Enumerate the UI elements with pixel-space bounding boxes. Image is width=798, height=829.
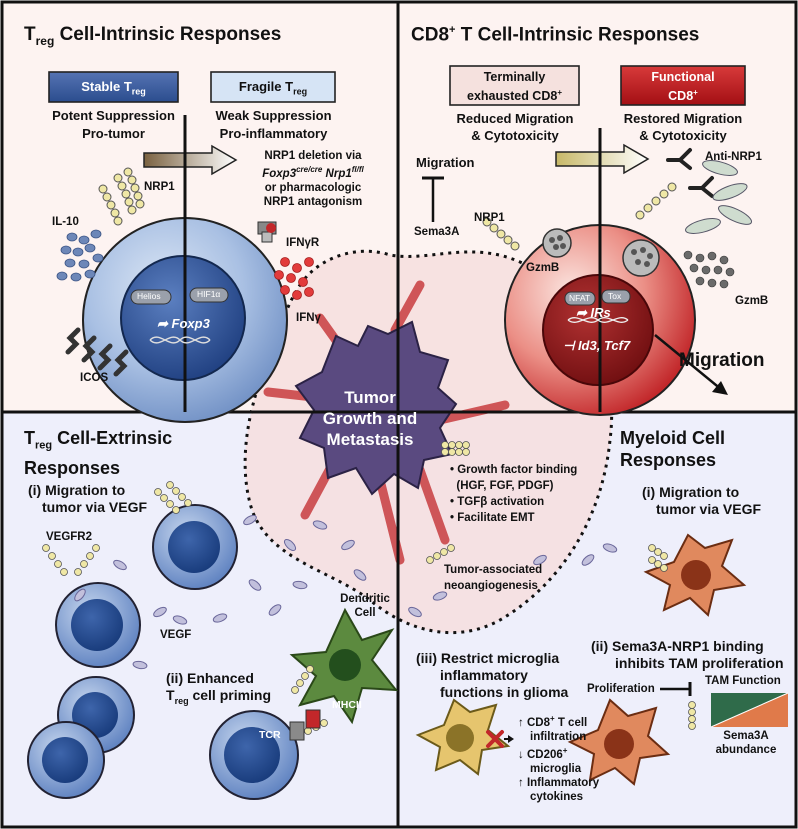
tcr-label: TCR [259,729,281,741]
id3-tcf7-label: ⊣ Id3, Tcf7 [563,338,631,353]
helios-label: Helios [137,291,161,301]
anti-nrp1-label: Anti-NRP1 [705,151,762,163]
functional-cd8-box: Functional CD8+ [651,70,715,104]
microglia-header: (iii) Restrict microglia inflammatory fu… [416,650,569,700]
hif-label: HIF1α [197,289,221,299]
exhausted-cd8-box: Terminally exhausted CD8+ [467,70,562,104]
functional-desc: Restored Migration& Cytotoxicity [623,111,743,143]
microglia-effects: ↑ CD8+ T cell infiltration ↓ CD206+ micr… [518,714,600,803]
migration-label-small: Migration [416,155,475,170]
tam-function-label: TAM Function [705,675,781,687]
vegf-label: VEGF [160,629,192,641]
sema3a-header: (ii) Sema3A-NRP1 binding inhibits TAM pr… [591,638,784,671]
stable-treg-box: Stable Treg [81,79,146,97]
treg-extrinsic-title: Treg Cell-Extrinsic Responses [24,428,173,478]
nrp1-deletion-text: NRP1 deletion via Foxp3cre/cre Nrp1fl/fl… [262,150,364,208]
irs-label: ➦ IRs [576,305,611,320]
treg-migration-header: (i) Migration to tumor via VEGF [28,482,148,515]
gzmb-left-label: GzmB [526,262,560,274]
exhausted-desc: Reduced Migration& Cytotoxicity [456,111,574,143]
proliferation-label: Proliferation [587,683,655,695]
cd8-intrinsic-title: CD8+ T Cell-Intrinsic Responses [411,24,700,46]
migration-label-big: Migration [679,350,765,371]
ifngr-label: IFNγR [286,237,320,249]
tumor-bullets: • Growth factor binding (HGF, FGF, PDGF)… [450,464,578,524]
nrp1-label-treg: NRP1 [144,181,175,193]
myeloid-migration-header: (i) Migration to tumor via VEGF [642,484,762,517]
fragile-treg-box: Fragile Treg [238,79,308,97]
foxp3-label: ➦ Foxp3 [157,316,210,331]
il10-label: IL-10 [52,216,79,228]
tox-label: Tox [608,291,622,301]
treg-priming-header: (ii) Enhanced Treg cell priming [166,670,272,706]
nrp1-label-cd8: NRP1 [474,212,505,224]
icos-label: ICOS [80,372,109,384]
treg-intrinsic-title: Treg Cell-Intrinsic Responses [24,24,282,48]
vegfr2-label: VEGFR2 [46,531,93,543]
nfat-label: NFAT [569,293,591,303]
sema3a-label: Sema3A [414,226,460,238]
mhcii-label: MHCII [332,699,362,711]
ifng-label: IFNγ [296,312,321,324]
gzmb-right-label: GzmB [735,295,769,307]
